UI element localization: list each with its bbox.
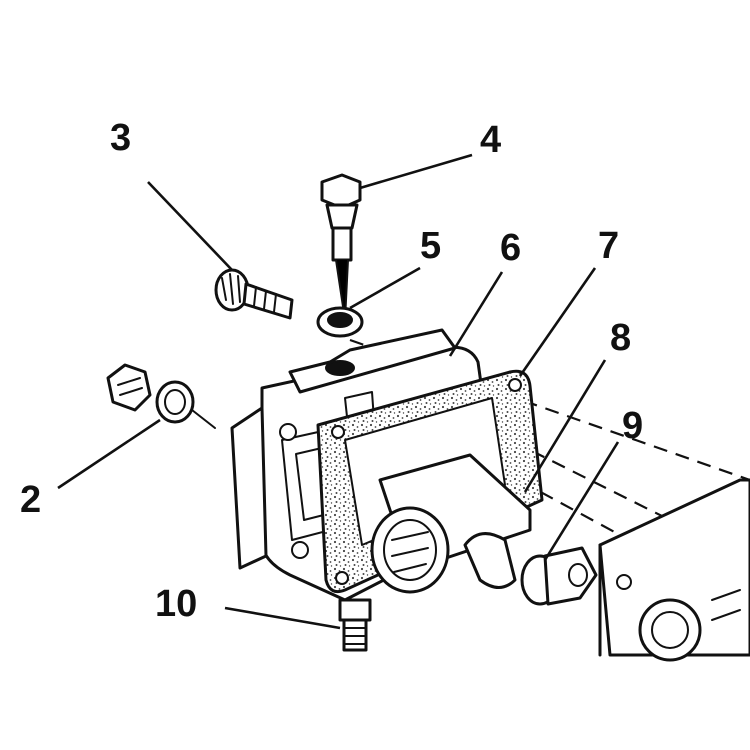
callout-7: 7 <box>598 225 619 267</box>
callout-5: 5 <box>420 225 441 267</box>
leader-3 <box>147 181 233 271</box>
leader-lines <box>57 153 620 630</box>
leader-5 <box>349 266 421 310</box>
leader-7 <box>518 267 597 377</box>
callout-4: 4 <box>480 119 501 161</box>
leader-10 <box>224 606 341 630</box>
callout-labels: 2 3 4 5 6 7 8 9 10 <box>20 117 643 625</box>
callout-6: 6 <box>500 227 521 269</box>
leader-9 <box>543 441 620 561</box>
callout-3: 3 <box>110 117 131 159</box>
leader-2 <box>57 418 161 490</box>
fitting <box>520 546 598 606</box>
nut-and-washer <box>106 363 216 429</box>
callout-10: 10 <box>155 583 197 625</box>
leader-4 <box>359 153 473 190</box>
leader-8 <box>523 359 607 493</box>
drain-plug <box>338 598 372 652</box>
callout-2: 2 <box>20 479 41 521</box>
leader-6 <box>448 271 504 357</box>
screw <box>214 268 294 320</box>
banjo-bolt <box>320 173 362 321</box>
sealing-washer <box>316 306 364 338</box>
callout-9: 9 <box>622 405 643 447</box>
adjacent-pump-body <box>598 478 750 662</box>
callout-8: 8 <box>610 317 631 359</box>
cover-plate-with-port <box>370 453 532 594</box>
